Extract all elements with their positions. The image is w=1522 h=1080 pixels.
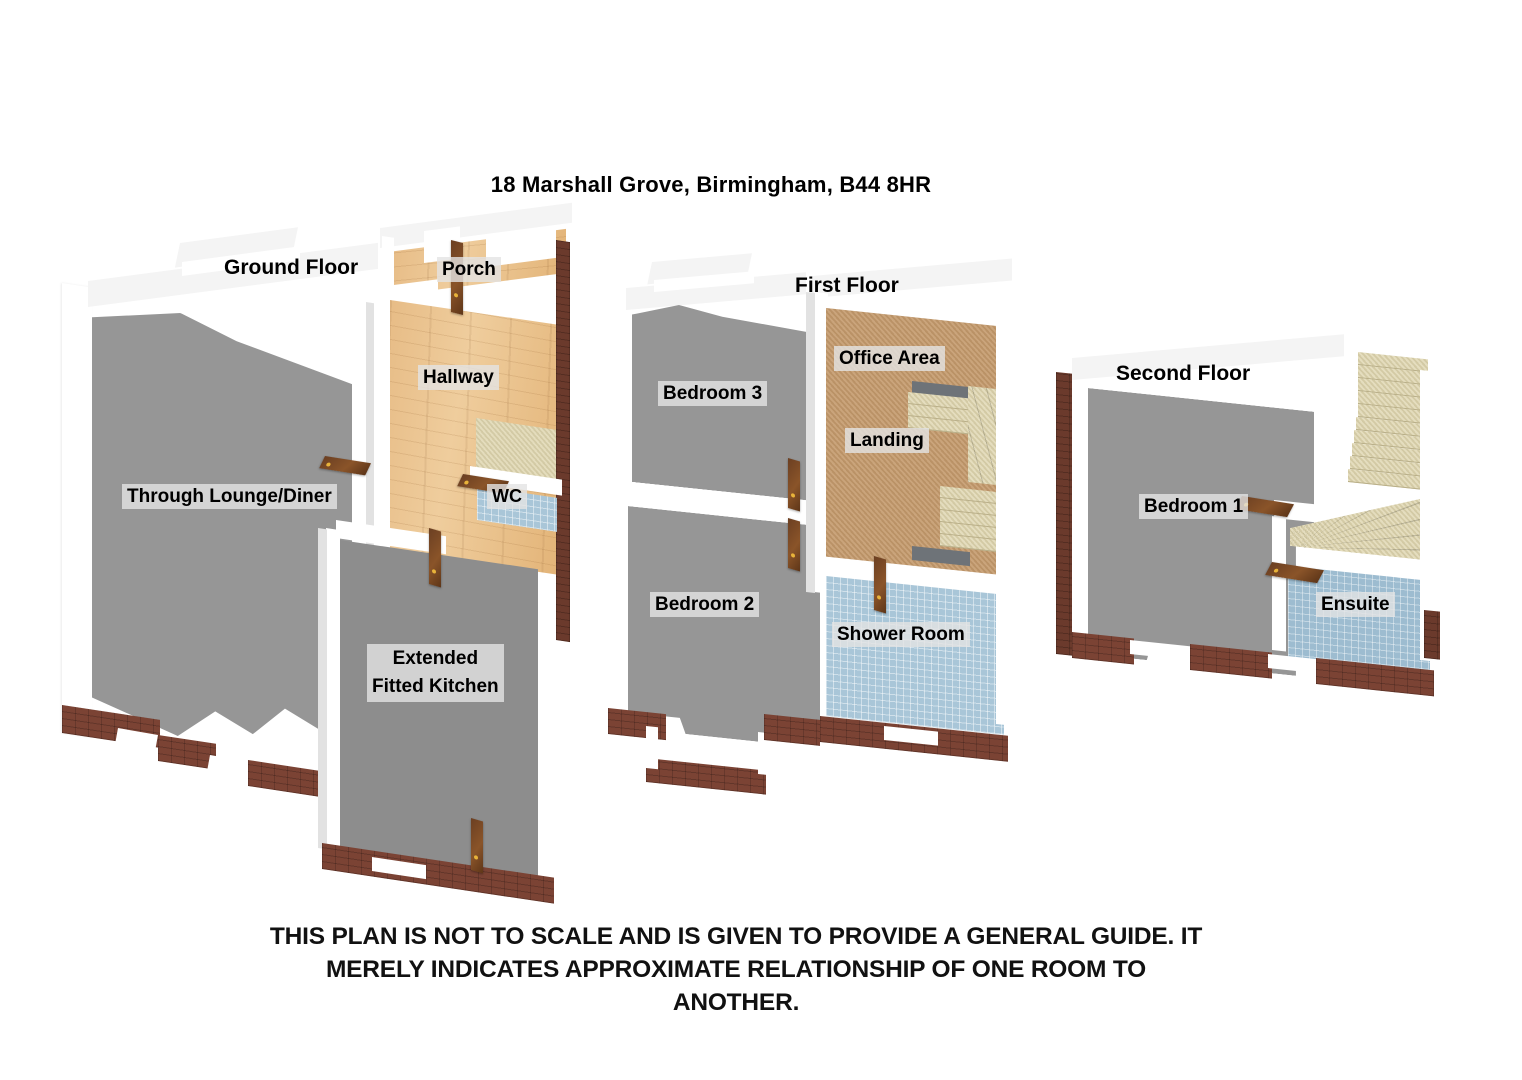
bedroom2-door[interactable] xyxy=(788,518,800,572)
kitchen-label-line2: Fitted Kitchen xyxy=(372,676,499,697)
shower-room-door[interactable] xyxy=(874,556,886,614)
room-label-porch: Porch xyxy=(437,257,501,282)
room-label-wc: WC xyxy=(487,484,527,509)
page-title: 18 Marshall Grove, Birmingham, B44 8HR xyxy=(490,172,932,197)
second-floor-inner-wall-left xyxy=(1072,374,1090,658)
floor-plan-ground-floor: Ground Floor Through Lounge/Diner Porch … xyxy=(0,0,620,904)
disclaimer-text: THIS PLAN IS NOT TO SCALE AND IS GIVEN T… xyxy=(269,923,1203,1016)
room-label-office-area: Office Area xyxy=(834,346,945,371)
second-floor-brick-wall-bottom-left xyxy=(1072,632,1134,665)
floor-plan-first-floor: First Floor Bedroom 3 Bedroom 2 Office A… xyxy=(608,253,1012,795)
room-label-shower-room: Shower Room xyxy=(832,622,970,647)
ground-floor-heading: Ground Floor xyxy=(224,256,359,279)
bedroom3-door[interactable] xyxy=(788,458,800,512)
bedroom2-brick-bay-bottom xyxy=(646,758,766,795)
room-label-bedroom-3: Bedroom 3 xyxy=(658,381,768,406)
room-label-bedroom-2: Bedroom 2 xyxy=(650,592,760,617)
bedroom1-right-wall-upper xyxy=(1316,378,1330,502)
kitchen-back-door[interactable] xyxy=(471,818,483,874)
second-floor-heading: Second Floor xyxy=(1116,362,1251,385)
kitchen-label-line1: Extended xyxy=(392,648,479,669)
bedroom2-bay-left xyxy=(646,726,658,770)
room-label-extended-fitted-kitchen: Extended Fitted Kitchen xyxy=(367,644,504,702)
second-floor-brick-wall-right xyxy=(1424,610,1440,660)
room-label-landing: Landing xyxy=(845,428,929,453)
floor-plan-second-floor: Second Floor Bedroom 1 Ensuite xyxy=(1056,334,1440,697)
bedroom1-ensuite-wall-vert xyxy=(1272,516,1286,652)
first-floor-heading: First Floor xyxy=(795,274,899,297)
room-label-bedroom-1: Bedroom 1 xyxy=(1139,494,1249,519)
kitchen-door[interactable] xyxy=(429,528,441,588)
room-label-hallway: Hallway xyxy=(418,365,499,390)
room-label-ensuite: Ensuite xyxy=(1316,592,1395,617)
room-label-through-lounge-diner: Through Lounge/Diner xyxy=(122,484,337,509)
